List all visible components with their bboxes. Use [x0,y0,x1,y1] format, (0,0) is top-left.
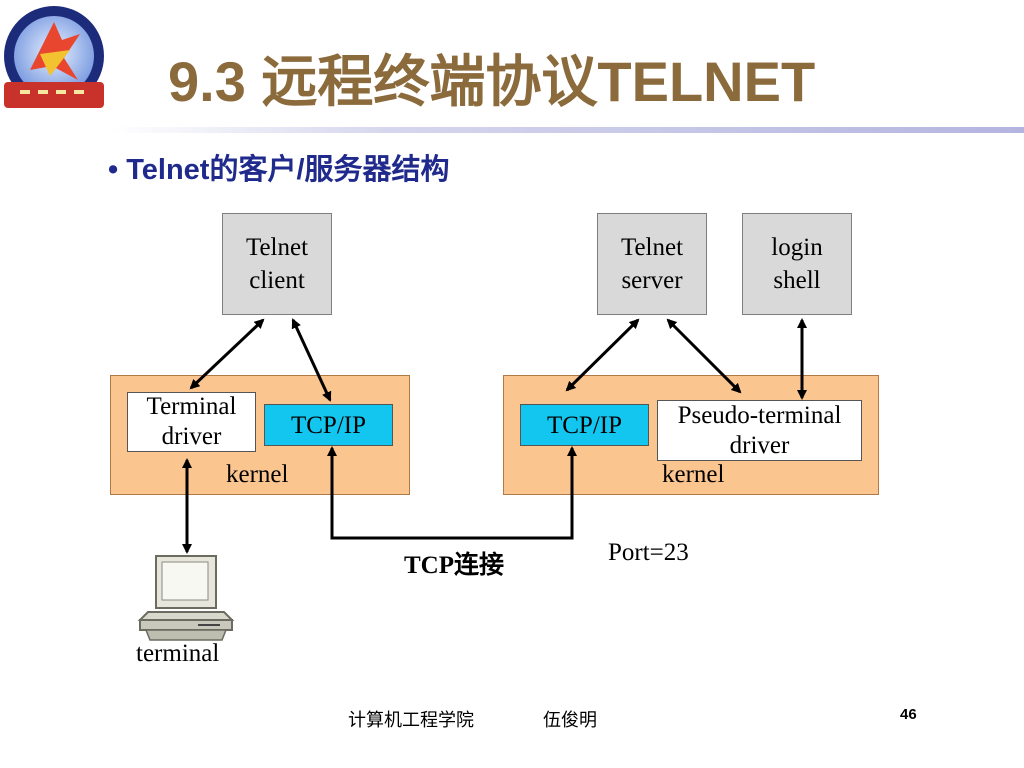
login-shell-line2: shell [773,267,821,294]
title-underline [112,127,1024,133]
arrow-server-pseudo-driver [666,318,742,394]
footer-author: 伍俊明 [543,710,597,730]
bullet-marker: • [108,154,119,186]
tcpip-right-label: TCP/IP [546,411,623,439]
kernel-left-label: kernel [226,461,289,488]
arrow-client-tcpip [291,318,332,402]
tcp-connection-line [327,446,577,540]
terminal-computer-icon [137,555,235,641]
school-logo [4,6,104,108]
telnet-client-line1: Telnet [245,234,309,261]
pseudo-driver-line2: driver [729,431,790,459]
telnet-client-line2: client [249,267,305,294]
tcpip-left-box: TCP/IP [264,404,393,446]
port-label: Port=23 [608,539,689,566]
pseudo-driver-line1: Pseudo-terminal [677,401,842,429]
kernel-right-label: kernel [662,461,725,488]
login-shell-box: login shell [742,213,852,315]
tcp-connection-label: TCP连接 [404,552,505,579]
tcpip-right-box: TCP/IP [520,404,649,446]
login-shell-line1: login [771,234,823,261]
terminal-driver-line1: Terminal [146,393,237,420]
telnet-server-line1: Telnet [620,234,684,261]
terminal-label: terminal [136,640,220,667]
telnet-client-box: Telnet client [222,213,332,315]
bullet-item: • Telnet的客户/服务器结构 [108,146,450,188]
telnet-server-line2: server [621,267,683,294]
tcpip-left-label: TCP/IP [290,411,367,439]
telnet-server-box: Telnet server [597,213,707,315]
arrow-server-tcpip [565,318,640,392]
arrow-client-terminal-driver [189,318,265,390]
page-number: 46 [900,706,917,723]
bullet-text: Telnet的客户/服务器结构 [126,154,450,186]
slide-title: 9.3 远程终端协议TELNET [168,50,816,113]
footer-school: 计算机工程学院 [348,710,474,730]
terminal-driver-box: Terminal driver [127,392,256,452]
pseudo-terminal-driver-box: Pseudo-terminal driver [657,400,862,461]
terminal-driver-line2: driver [161,423,222,450]
